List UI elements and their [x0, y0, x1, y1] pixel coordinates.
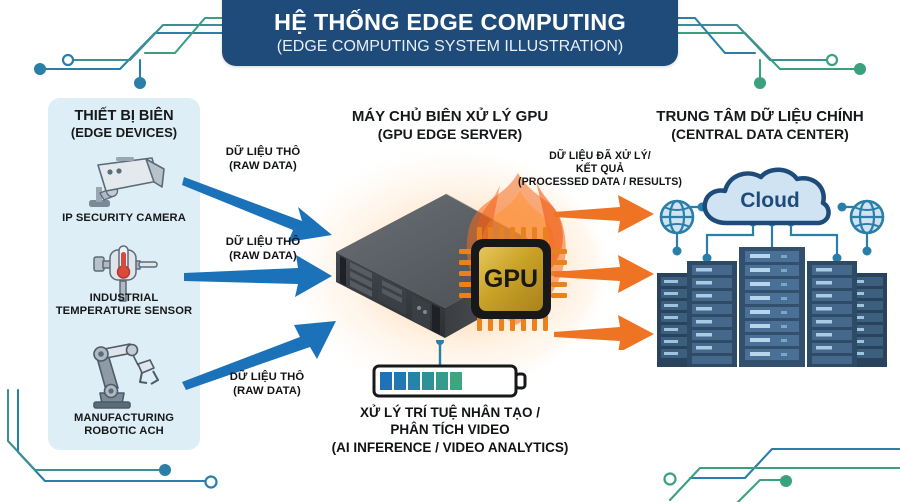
- page-subtitle: (EDGE COMPUTING SYSTEM ILLUSTRATION): [276, 38, 624, 55]
- dc-heading-sub: (CENTRAL DATA CENTER): [671, 126, 849, 142]
- flow-label-raw-2: DỮ LIỆU THÔ (RAW DATA): [225, 236, 301, 262]
- globe-icon-right: [849, 199, 885, 235]
- server-racks: [657, 247, 887, 367]
- device-label-camera: IP SECURITY CAMERA: [62, 212, 186, 224]
- gpu-chip-label: GPU: [484, 265, 538, 293]
- flow-label-raw-1: DỮ LIỆU THÔ (RAW DATA): [225, 146, 301, 172]
- edge-heading-main: THIẾT BỊ BIÊN: [74, 108, 174, 124]
- flow-label-processed: DỮ LIỆU ĐÃ XỬ LÝ/ KẾT QUẢ (PROCESSED DAT…: [517, 150, 683, 188]
- datacenter-cluster: [657, 167, 887, 367]
- battery-segments: [380, 372, 462, 390]
- server-heading-sub: (GPU EDGE SERVER): [377, 126, 523, 142]
- edge-devices-heading: THIẾT BỊ BIÊN (EDGE DEVICES): [48, 108, 200, 140]
- dc-heading-main: TRUNG TÂM DỮ LIỆU CHÍNH: [656, 108, 864, 125]
- ai-inference-caption: XỬ LÝ TRÍ TUỆ NHÂN TẠO / PHÂN TÍCH VIDEO…: [331, 405, 569, 455]
- cloud-label: Cloud: [740, 189, 800, 212]
- flow-label-raw-3: DỮ LIỆU THÔ (RAW DATA): [229, 371, 305, 397]
- server-column-heading: MÁY CHỦ BIÊN XỬ LÝ GPU (GPU EDGE SERVER): [320, 108, 580, 143]
- outbound-arrows: [554, 195, 654, 350]
- robotic-arm-icon: [93, 343, 159, 409]
- battery-icon: [372, 340, 527, 398]
- inbound-arrows: [182, 177, 336, 390]
- datacenter-column-heading: TRUNG TÂM DỮ LIỆU CHÍNH (CENTRAL DATA CE…: [630, 108, 890, 143]
- device-label-sensor: INDUSTRIAL TEMPERATURE SENSOR: [55, 292, 193, 318]
- page-title: HỆ THỐNG EDGE COMPUTING: [274, 9, 626, 36]
- globe-icon-left: [659, 199, 695, 235]
- title-banner: HỆ THỐNG EDGE COMPUTING (EDGE COMPUTING …: [222, 0, 678, 66]
- cloud-icon: [702, 167, 831, 226]
- gpu-chip: GPU: [459, 227, 567, 331]
- ip-camera-icon: [89, 157, 165, 207]
- server-heading-main: MÁY CHỦ BIÊN XỬ LÝ GPU: [351, 108, 549, 125]
- temperature-sensor-icon: [93, 245, 158, 302]
- device-label-robot: MANUFACTURING ROBOTIC ACH: [73, 412, 175, 438]
- edge-heading-sub: (EDGE DEVICES): [70, 125, 178, 141]
